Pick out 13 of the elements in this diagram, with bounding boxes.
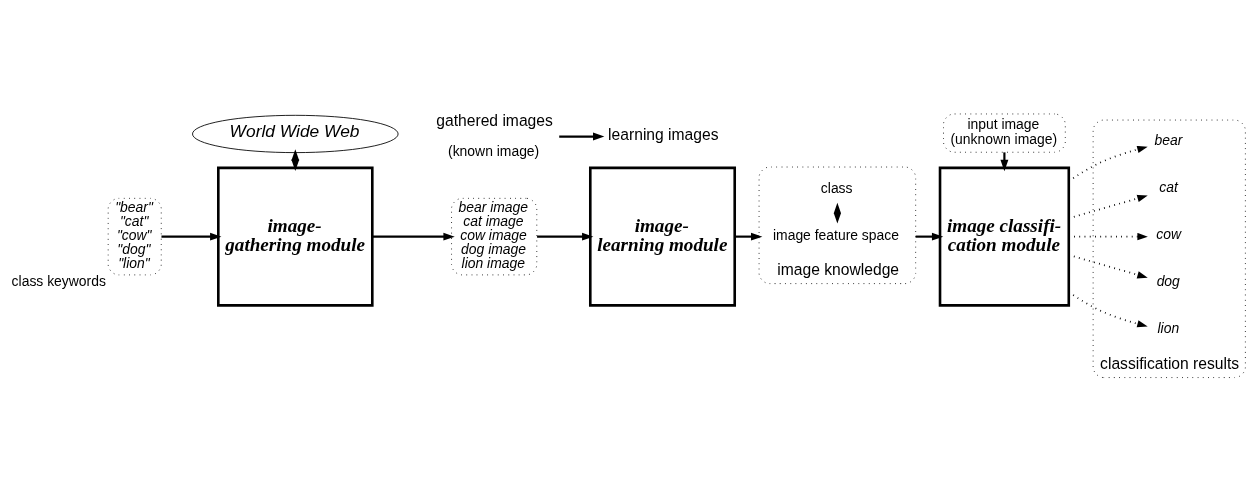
node-label: image knowledge [777, 261, 900, 279]
node-text: cow [1156, 226, 1181, 243]
node-text: class [820, 179, 853, 196]
node-text: gathered images [436, 111, 553, 129]
node-text: image feature space [772, 226, 899, 243]
node-text: learning images [608, 126, 719, 144]
node-label: class keywords [11, 273, 106, 290]
node-text: dog [1156, 273, 1180, 290]
node-label: (known image) [448, 142, 540, 159]
node-text: bear [1154, 132, 1183, 149]
node-label: classification results [1100, 355, 1240, 373]
node-text: lion [1157, 320, 1180, 337]
node-text: cat [1159, 179, 1178, 196]
